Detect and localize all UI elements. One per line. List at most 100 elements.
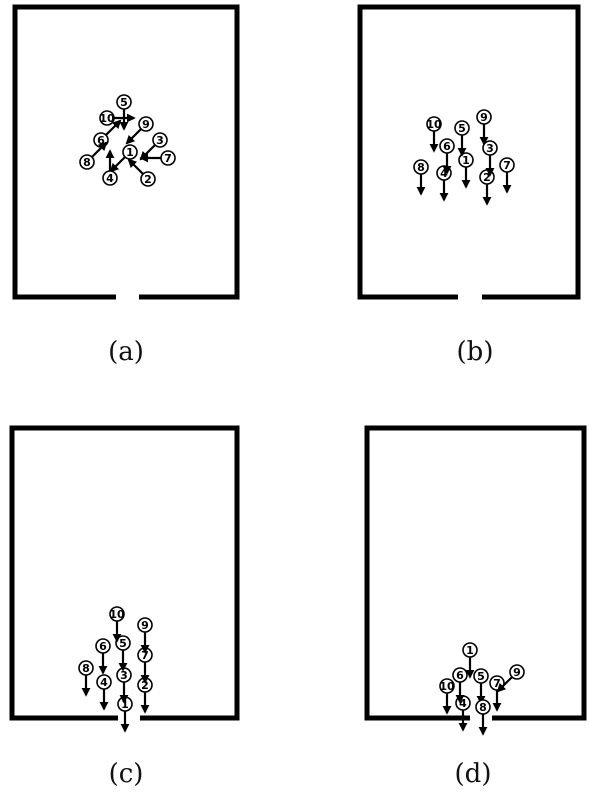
agent-2-label: 2	[483, 171, 491, 184]
agent-9-arrow	[125, 128, 142, 145]
agent-8: 8	[78, 660, 94, 697]
agent-7: 7	[137, 647, 153, 684]
agent-1-label: 1	[126, 146, 134, 159]
agent-6-label: 6	[97, 134, 105, 147]
agent-4: 4	[436, 165, 452, 202]
agent-10: 10	[439, 678, 455, 715]
agent-5: 5	[116, 94, 132, 131]
agent-2: 2	[127, 158, 156, 187]
agent-1-label: 1	[121, 698, 129, 711]
agent-7-label: 7	[164, 152, 172, 165]
agent-4-circle	[96, 674, 112, 690]
agent-9-circle	[476, 109, 492, 125]
agent-8-circle	[413, 159, 429, 175]
caption-a: (a)	[108, 337, 144, 367]
agent-10: 10	[109, 606, 125, 643]
agent-8: 8	[475, 699, 491, 736]
agent-5-circle	[473, 668, 489, 684]
agent-3-label: 3	[120, 669, 128, 682]
agent-4: 4	[455, 695, 471, 732]
agent-7: 7	[489, 675, 505, 712]
agent-8-circle	[78, 660, 94, 676]
agent-7-circle	[160, 150, 176, 166]
agent-9-label: 9	[141, 619, 149, 632]
agent-9: 9	[496, 664, 525, 693]
room-c-wall	[9, 425, 240, 721]
agent-8-circle	[79, 154, 95, 170]
agent-10-circle	[99, 110, 115, 126]
agent-9-circle	[137, 617, 153, 633]
agent-5-label: 5	[120, 96, 128, 109]
agent-6: 6	[439, 138, 455, 175]
agent-6-circle	[439, 138, 455, 154]
room-b-wall	[357, 4, 581, 300]
agent-7: 7	[139, 150, 176, 166]
agent-7-label: 7	[503, 159, 511, 172]
agent-1-circle	[462, 642, 478, 658]
agent-4-circle	[102, 170, 118, 186]
agent-6: 6	[452, 667, 468, 704]
agent-3-label: 3	[156, 134, 164, 147]
agent-2: 2	[479, 169, 495, 206]
room-d-wall	[364, 425, 587, 721]
caption-c: (c)	[109, 759, 144, 789]
agent-2-arrow	[127, 158, 144, 175]
agent-3: 3	[116, 667, 132, 704]
agent-10-label: 10	[109, 608, 125, 621]
agent-1: 1	[117, 696, 133, 733]
room-a-wall	[12, 4, 240, 300]
agent-5: 5	[454, 120, 470, 157]
agent-6-label: 6	[443, 140, 451, 153]
agent-8-circle	[475, 699, 491, 715]
agent-9: 9	[137, 617, 153, 654]
agent-6-arrow	[105, 119, 122, 136]
caption-d: (d)	[455, 759, 492, 789]
agent-2-label: 2	[144, 173, 152, 186]
agent-5-circle	[454, 120, 470, 136]
agent-6-label: 6	[456, 669, 464, 682]
agent-1-label: 1	[462, 154, 470, 167]
panel-d: 1 456 78 9 10 (d)	[364, 425, 587, 789]
agent-8-label: 8	[479, 701, 487, 714]
agent-5-label: 5	[477, 670, 485, 683]
agent-10-label: 10	[99, 112, 115, 125]
agent-6-label: 6	[99, 640, 107, 653]
agent-10-circle	[426, 116, 442, 132]
agent-5-label: 5	[119, 637, 127, 650]
agent-8: 8	[79, 141, 108, 170]
agent-4-label: 4	[100, 676, 108, 689]
agent-5-label: 5	[458, 122, 466, 135]
agent-6: 6	[93, 119, 122, 148]
agent-5: 5	[473, 668, 489, 705]
agent-9-arrow	[496, 676, 513, 693]
agent-1: 1	[462, 642, 478, 679]
agent-2-circle	[140, 171, 156, 187]
agent-9: 9	[476, 109, 492, 146]
agent-9-label: 9	[513, 666, 521, 679]
agent-9-label: 9	[480, 111, 488, 124]
agent-10: 10	[426, 116, 442, 153]
agent-7-label: 7	[141, 649, 149, 662]
agent-10-circle	[109, 606, 125, 622]
agent-10-label: 10	[426, 118, 442, 131]
agent-10-circle	[439, 678, 455, 694]
agent-7: 7	[499, 157, 515, 194]
agent-3-label: 3	[486, 142, 494, 155]
agent-8-label: 8	[417, 161, 425, 174]
agent-9: 9	[125, 116, 154, 145]
agents-d: 1 456 78 9 10	[439, 642, 525, 736]
agent-4: 4	[96, 674, 112, 711]
agent-1: 1	[109, 144, 138, 173]
agent-8-arrow	[91, 141, 108, 158]
agent-8-label: 8	[82, 662, 90, 675]
agent-6: 6	[95, 638, 111, 675]
agent-9-circle	[509, 664, 525, 680]
agent-9-circle	[138, 116, 154, 132]
